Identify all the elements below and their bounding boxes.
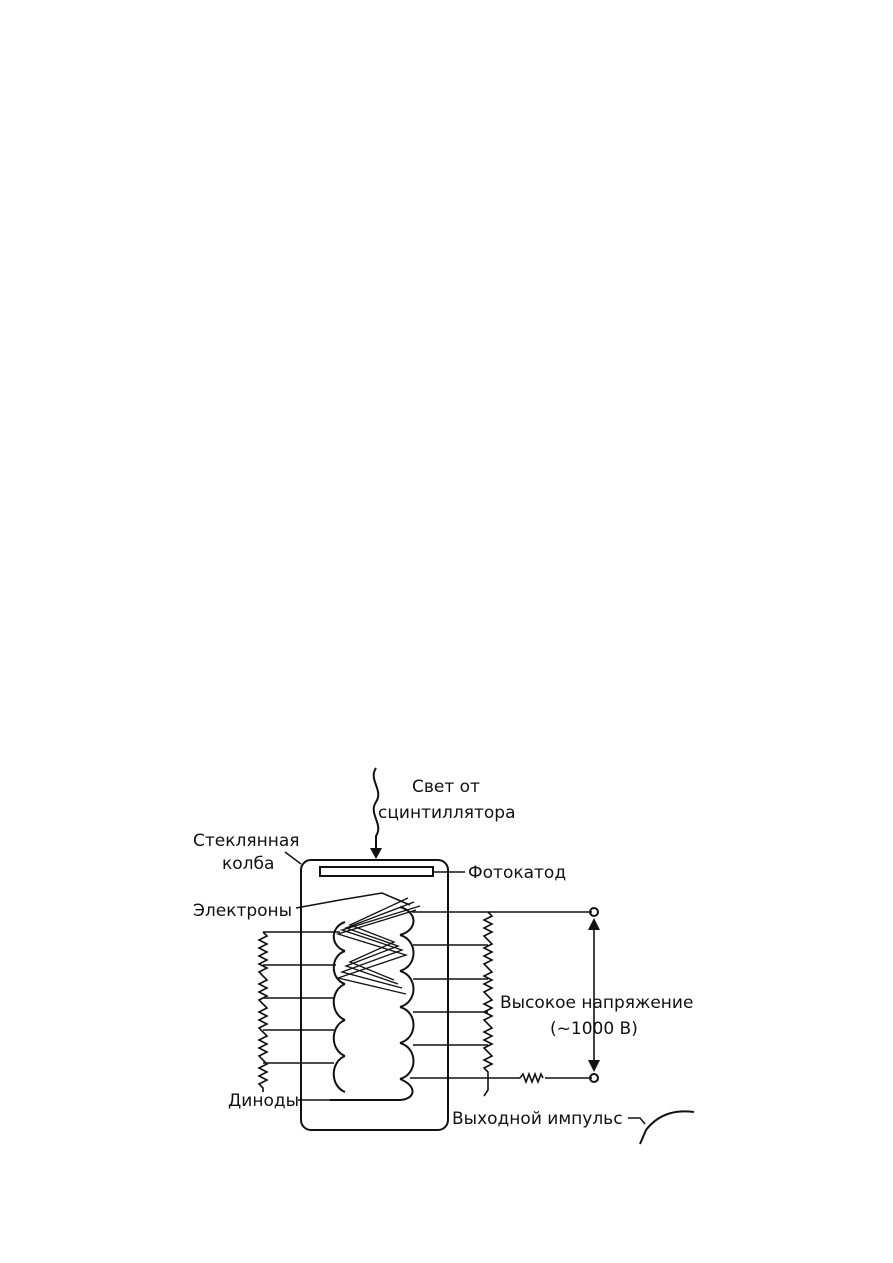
- terminal-top: [589, 907, 599, 917]
- photocathode-label: Фотокатод: [468, 863, 566, 883]
- dynodes-label: Диноды: [228, 1091, 299, 1111]
- dynode-left-5: [332, 1055, 346, 1093]
- dynode-right-2: [399, 934, 415, 972]
- dynode-left-1: [332, 921, 346, 952]
- light-wave: [372, 767, 380, 850]
- glass-label-line1: Стеклянная: [193, 831, 299, 851]
- dynode-right-4: [399, 1006, 415, 1044]
- output-pulse-label: Выходной импульс: [452, 1109, 623, 1129]
- electrons-label: Электроны: [193, 901, 292, 921]
- light-label-line2: сцинтиллятора: [378, 803, 516, 823]
- output-resistor: [519, 1071, 544, 1085]
- photocathode-plate: [319, 866, 434, 877]
- high-voltage-label-line1: Высокое напряжение: [500, 993, 693, 1013]
- terminal-bottom: [589, 1073, 599, 1083]
- glass-bulb-leader: [284, 851, 302, 865]
- glass-label-line2: колба: [222, 854, 274, 874]
- electrons-leader: [295, 892, 411, 909]
- dynode-right-5: [399, 1042, 415, 1080]
- anode: [330, 1078, 414, 1101]
- dynode-left-3: [332, 983, 346, 1021]
- dynode-right-3: [399, 970, 415, 1008]
- left-resistor-chain: [257, 931, 269, 1092]
- light-label-line1: Свет от: [412, 777, 480, 797]
- dynodes: [330, 906, 415, 1101]
- electron-paths: [335, 897, 421, 995]
- output-pulse-shape: [639, 1110, 695, 1145]
- output-pulse-leader: [628, 1117, 646, 1125]
- light-arrow-head: [370, 848, 382, 859]
- voltage-arrow-up: [588, 918, 600, 930]
- right-resistor-chain: [482, 911, 494, 1097]
- right-connections: [410, 911, 592, 1079]
- glass-bulb: [300, 859, 449, 1131]
- left-connections: [263, 931, 340, 1064]
- high-voltage-label-line2: (~1000 В): [550, 1019, 638, 1039]
- voltage-arrow-down: [588, 1060, 600, 1072]
- dynode-left-4: [332, 1019, 346, 1057]
- dynode-right-1: [399, 906, 415, 936]
- dynode-left-2: [332, 950, 346, 985]
